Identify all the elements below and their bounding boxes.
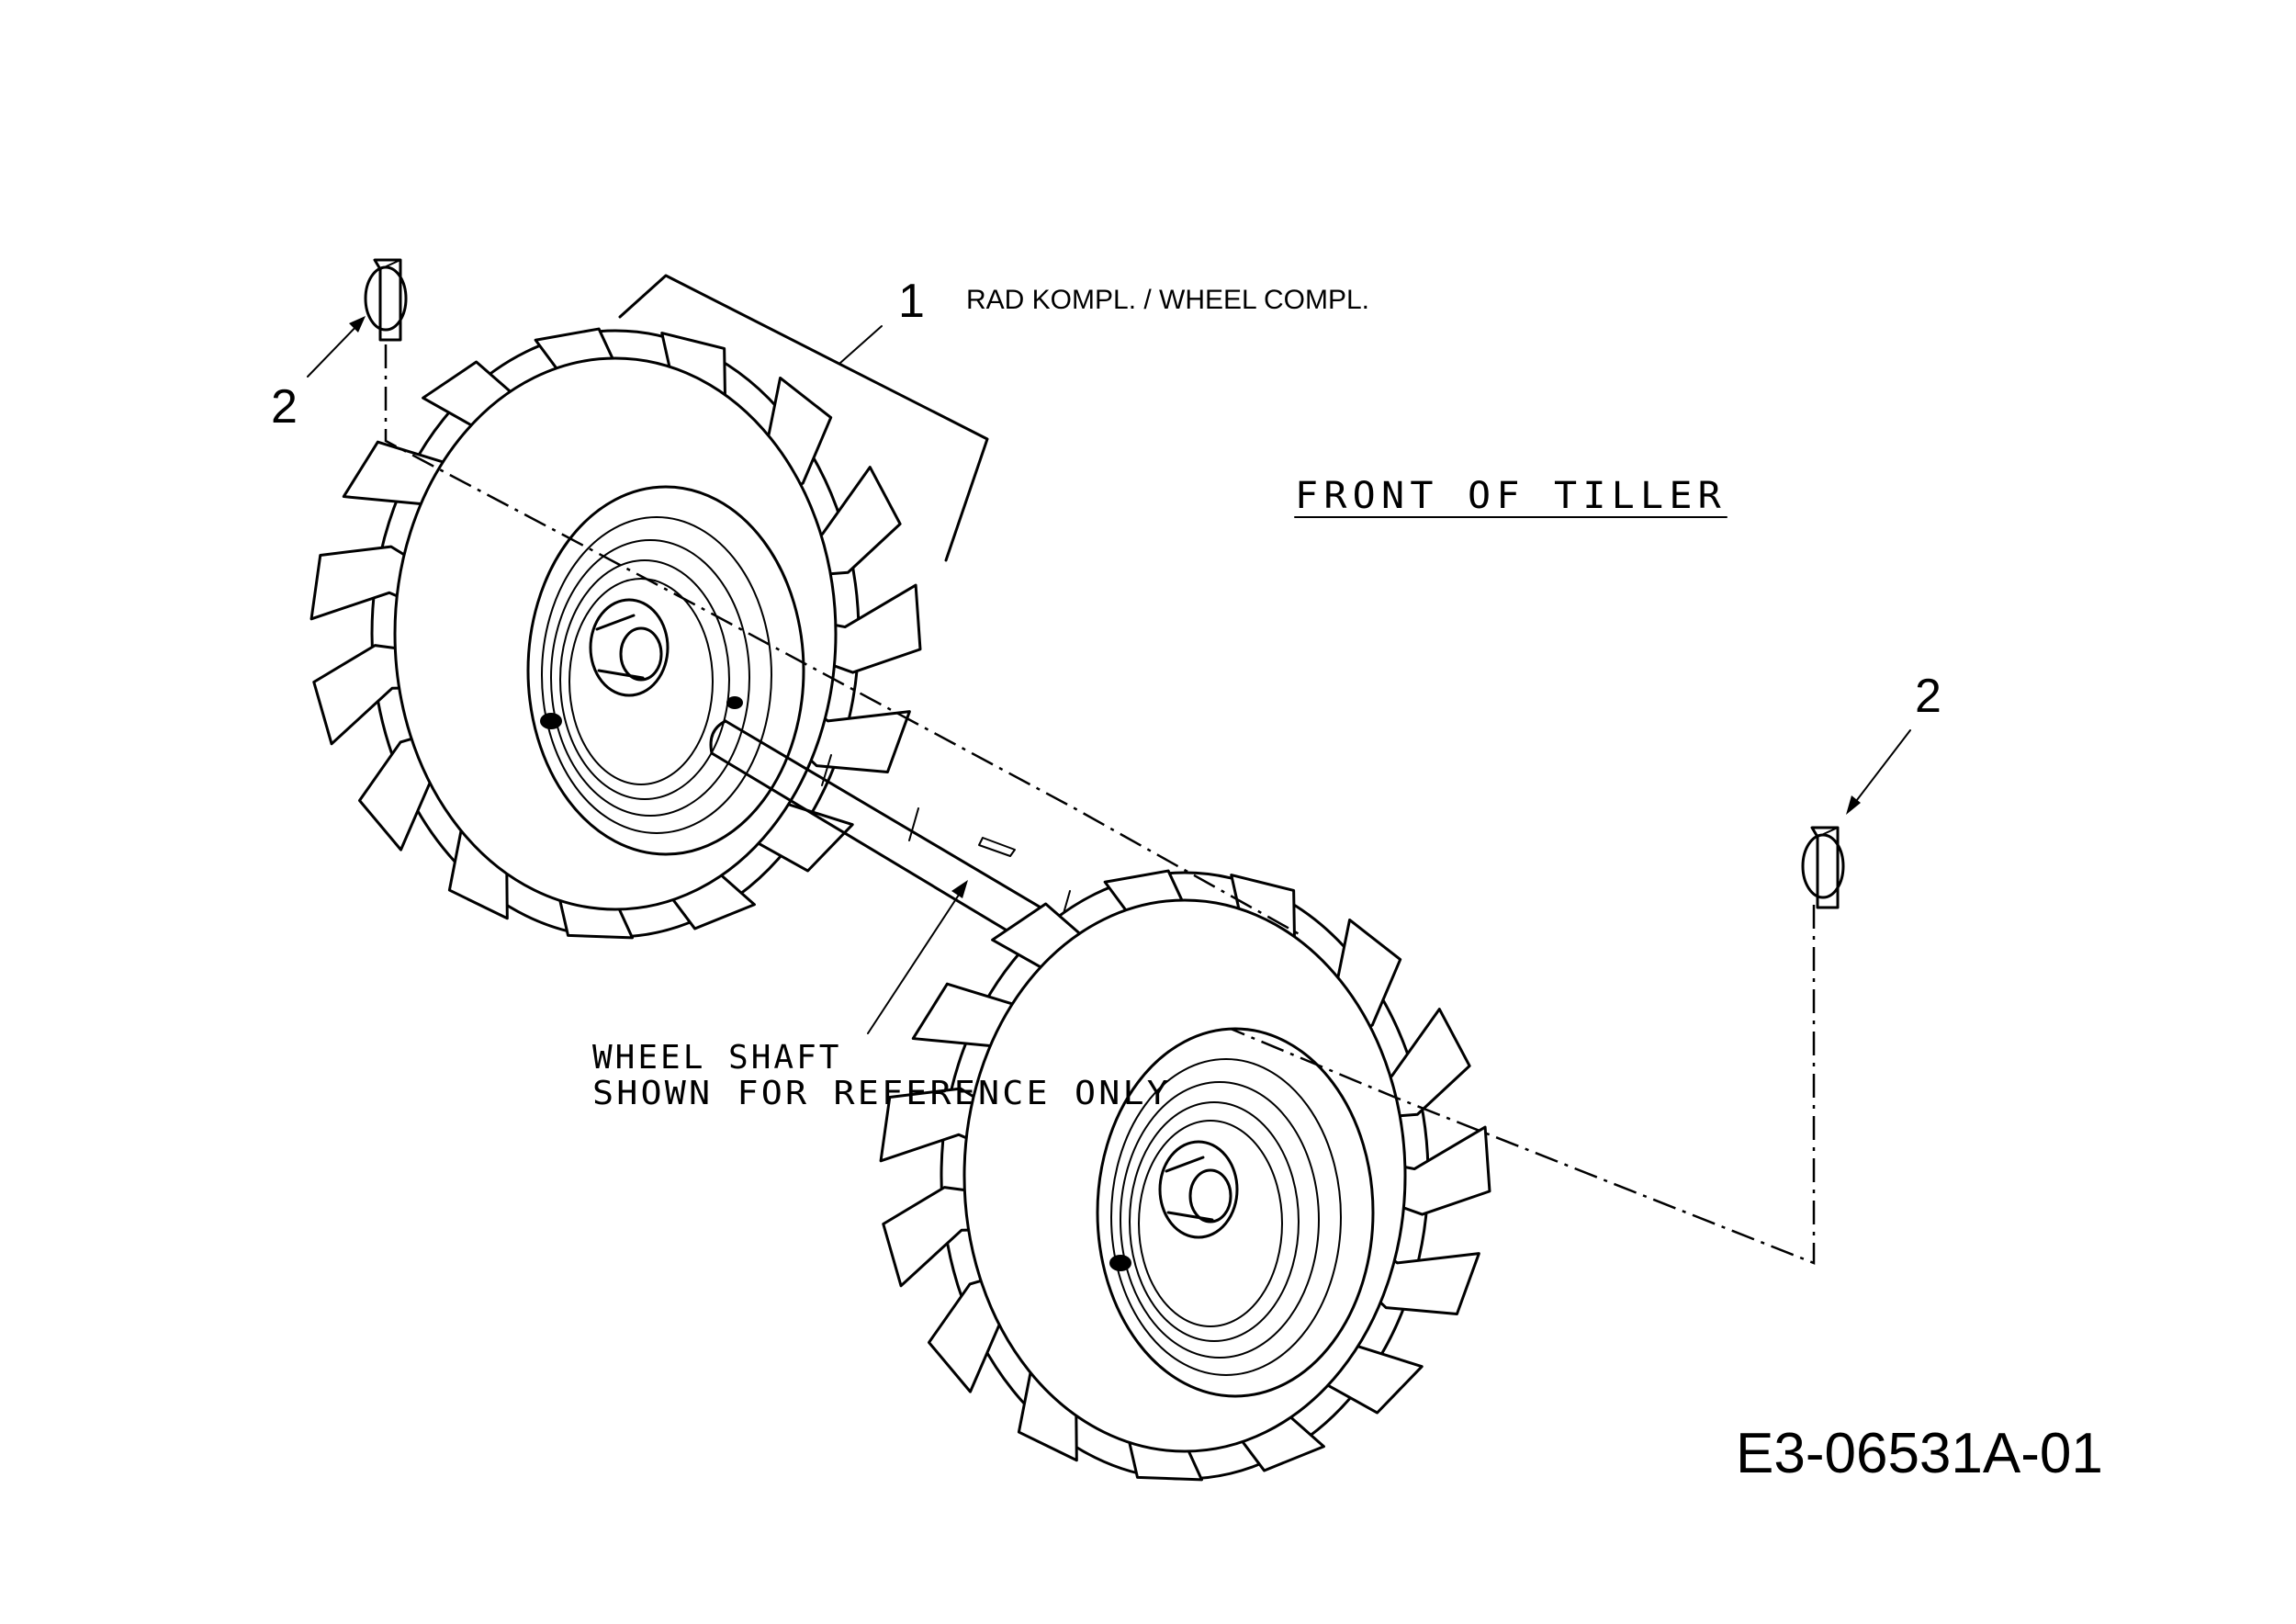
callout-2-right: 2 bbox=[1915, 670, 1941, 723]
linch-pin-left bbox=[364, 258, 408, 342]
leader-lines bbox=[307, 274, 1911, 1034]
linch-pin-right bbox=[1801, 826, 1845, 909]
left-wheel bbox=[309, 326, 921, 938]
centerlines bbox=[384, 344, 1816, 1265]
drawing-number: E3-06531A-01 bbox=[1736, 1422, 2103, 1485]
callout-1-description: RAD KOMPL. / WHEEL COMPL. bbox=[966, 285, 1369, 315]
callout-1: 1 bbox=[898, 275, 925, 328]
wheel-shaft-label-line1: WHEEL SHAFT bbox=[592, 1039, 841, 1077]
right-wheel bbox=[878, 868, 1491, 1480]
front-of-tiller-label: FRONT OF TILLER bbox=[1295, 475, 1727, 517]
wheel-shaft-label-line2: SHOWN FOR REFERENCE ONLY bbox=[592, 1075, 1171, 1112]
callout-2-left: 2 bbox=[271, 380, 298, 434]
